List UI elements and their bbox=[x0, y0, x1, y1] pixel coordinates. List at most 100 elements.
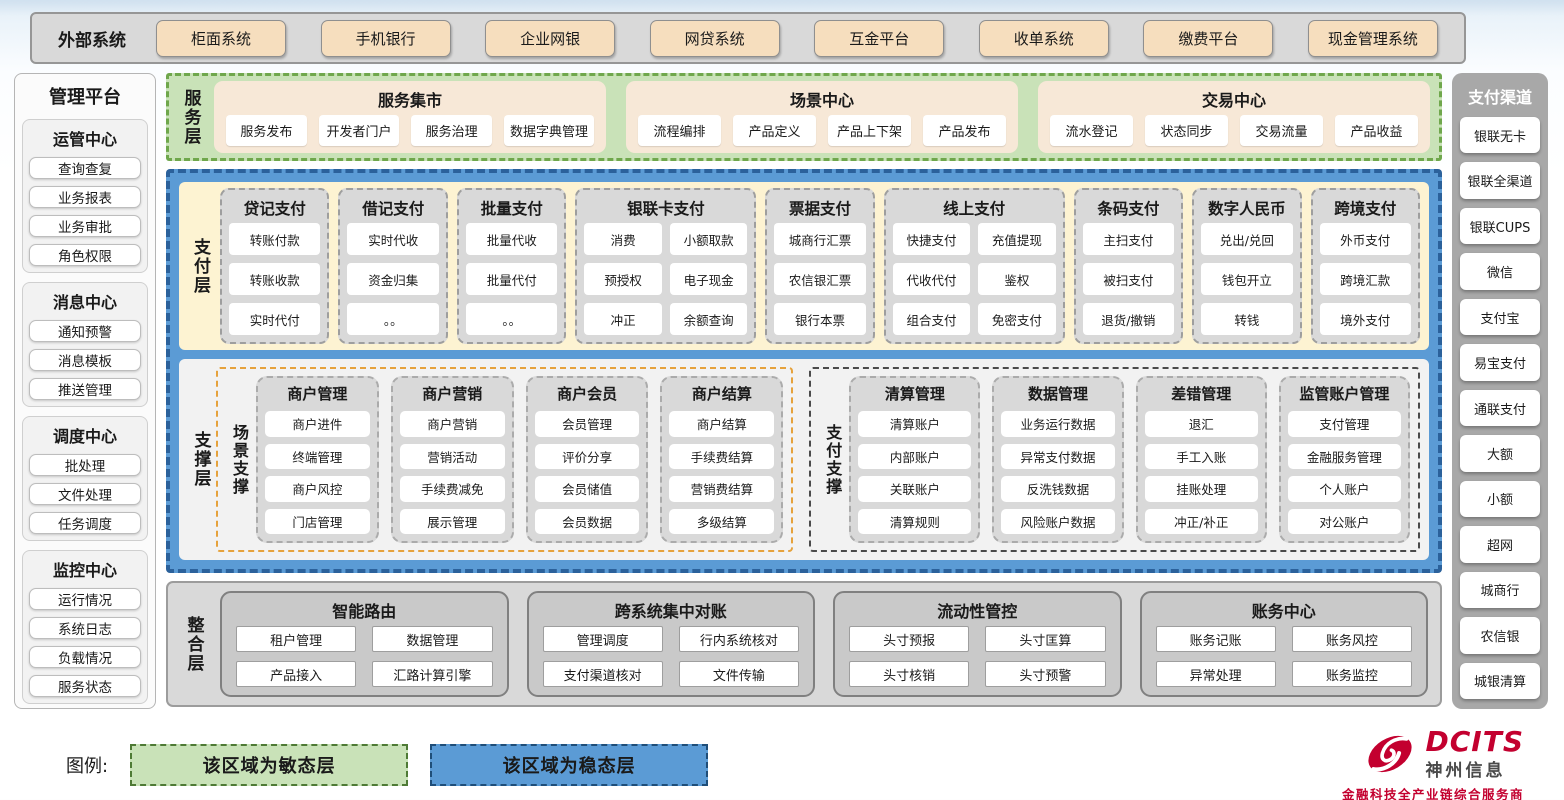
channel-button[interactable]: 农信银 bbox=[1460, 617, 1540, 654]
payment-item-button[interactable]: 电子现金 bbox=[669, 263, 748, 295]
support-item-button[interactable]: 挂账处理 bbox=[1144, 476, 1258, 502]
service-item-button[interactable]: 数据字典管理 bbox=[503, 114, 594, 146]
service-item-button[interactable]: 开发者门户 bbox=[318, 114, 400, 146]
integration-item-button[interactable]: 数据管理 bbox=[372, 626, 493, 652]
support-item-button[interactable]: 清算账户 bbox=[858, 411, 972, 437]
payment-item-button[interactable]: 实时代付 bbox=[229, 303, 321, 335]
external-system-button[interactable]: 柜面系统 bbox=[156, 19, 286, 57]
integration-item-button[interactable]: 账务监控 bbox=[1291, 661, 1412, 687]
support-item-button[interactable]: 多级结算 bbox=[669, 508, 775, 534]
external-system-button[interactable]: 缴费平台 bbox=[1143, 19, 1274, 57]
management-item-button[interactable]: 角色权限 bbox=[29, 244, 141, 266]
management-item-button[interactable]: 查询查复 bbox=[29, 157, 141, 179]
external-system-button[interactable]: 网贷系统 bbox=[649, 19, 780, 57]
support-item-button[interactable]: 营销活动 bbox=[399, 443, 505, 469]
support-item-button[interactable]: 商户结算 bbox=[669, 411, 775, 437]
service-item-button[interactable]: 服务治理 bbox=[411, 114, 492, 146]
payment-item-button[interactable]: 消费 bbox=[584, 223, 662, 255]
channel-button[interactable]: 易宝支付 bbox=[1460, 344, 1540, 381]
channel-button[interactable]: 大额 bbox=[1460, 435, 1540, 472]
support-item-button[interactable]: 手续费结算 bbox=[669, 443, 775, 469]
management-item-button[interactable]: 批处理 bbox=[29, 454, 141, 476]
channel-button[interactable]: 通联支付 bbox=[1460, 389, 1540, 427]
channel-button[interactable]: 超网 bbox=[1460, 526, 1540, 563]
support-item-button[interactable]: 反洗钱数据 bbox=[1001, 476, 1115, 502]
integration-item-button[interactable]: 账务风控 bbox=[1291, 626, 1412, 652]
integration-item-button[interactable]: 支付渠道核对 bbox=[542, 661, 663, 687]
integration-item-button[interactable]: 账务记账 bbox=[1155, 626, 1276, 652]
support-item-button[interactable]: 门店管理 bbox=[265, 508, 370, 534]
payment-item-button[interactable]: 主扫支付 bbox=[1082, 223, 1175, 255]
service-item-button[interactable]: 流程编排 bbox=[638, 114, 721, 146]
service-item-button[interactable]: 状态同步 bbox=[1145, 114, 1228, 146]
payment-item-button[interactable]: 银行本票 bbox=[774, 303, 866, 335]
payment-item-button[interactable]: 外币支付 bbox=[1319, 223, 1412, 255]
integration-item-button[interactable]: 头寸核销 bbox=[849, 661, 970, 687]
support-item-button[interactable]: 异常支付数据 bbox=[1001, 443, 1115, 469]
payment-item-button[interactable]: 。。 bbox=[465, 303, 558, 335]
payment-item-button[interactable]: 跨境汇款 bbox=[1319, 263, 1412, 295]
service-item-button[interactable]: 产品定义 bbox=[733, 114, 816, 146]
integration-item-button[interactable]: 管理调度 bbox=[542, 626, 663, 652]
external-system-button[interactable]: 收单系统 bbox=[978, 19, 1109, 57]
payment-item-button[interactable]: 境外支付 bbox=[1319, 303, 1412, 335]
service-item-button[interactable]: 交易流量 bbox=[1240, 114, 1323, 146]
support-item-button[interactable]: 内部账户 bbox=[858, 443, 972, 469]
service-item-button[interactable]: 产品发布 bbox=[923, 114, 1006, 146]
channel-button[interactable]: 银联全渠道 bbox=[1460, 162, 1540, 199]
management-item-button[interactable]: 系统日志 bbox=[29, 617, 141, 639]
external-system-button[interactable]: 手机银行 bbox=[320, 19, 451, 57]
service-item-button[interactable]: 产品上下架 bbox=[828, 114, 911, 146]
payment-item-button[interactable]: 实时代收 bbox=[347, 223, 439, 255]
management-item-button[interactable]: 运行情况 bbox=[29, 588, 141, 610]
payment-item-button[interactable]: 转账收款 bbox=[229, 263, 321, 295]
payment-item-button[interactable]: 预授权 bbox=[584, 263, 662, 295]
management-item-button[interactable]: 文件处理 bbox=[29, 483, 141, 505]
integration-item-button[interactable]: 异常处理 bbox=[1155, 661, 1276, 687]
channel-button[interactable]: 微信 bbox=[1460, 253, 1540, 290]
support-item-button[interactable]: 关联账户 bbox=[858, 476, 972, 502]
channel-button[interactable]: 银联CUPS bbox=[1460, 207, 1540, 245]
support-item-button[interactable]: 对公账户 bbox=[1287, 508, 1402, 534]
integration-item-button[interactable]: 文件传输 bbox=[678, 661, 799, 687]
support-item-button[interactable]: 个人账户 bbox=[1287, 476, 1402, 502]
support-item-button[interactable]: 会员数据 bbox=[534, 508, 640, 534]
external-system-button[interactable]: 现金管理系统 bbox=[1307, 19, 1438, 57]
channel-button[interactable]: 小额 bbox=[1460, 480, 1540, 518]
support-item-button[interactable]: 手工入账 bbox=[1144, 443, 1258, 469]
management-item-button[interactable]: 服务状态 bbox=[29, 675, 141, 697]
support-item-button[interactable]: 评价分享 bbox=[534, 443, 640, 469]
channel-button[interactable]: 城商行 bbox=[1460, 571, 1540, 609]
support-item-button[interactable]: 退汇 bbox=[1144, 411, 1258, 437]
support-item-button[interactable]: 商户进件 bbox=[265, 411, 370, 437]
payment-item-button[interactable]: 农信银汇票 bbox=[774, 263, 866, 295]
payment-item-button[interactable]: 退货/撤销 bbox=[1082, 303, 1175, 335]
payment-item-button[interactable]: 转账付款 bbox=[229, 223, 321, 255]
payment-item-button[interactable]: 充值提现 bbox=[978, 223, 1056, 255]
support-item-button[interactable]: 支付管理 bbox=[1287, 411, 1402, 437]
management-item-button[interactable]: 业务审批 bbox=[29, 215, 141, 237]
support-item-button[interactable]: 商户营销 bbox=[399, 411, 505, 437]
service-item-button[interactable]: 流水登记 bbox=[1050, 114, 1133, 146]
payment-item-button[interactable]: 城商行汇票 bbox=[774, 223, 866, 255]
support-item-button[interactable]: 风险账户数据 bbox=[1001, 508, 1115, 534]
external-system-button[interactable]: 互金平台 bbox=[814, 19, 945, 57]
channel-button[interactable]: 银联无卡 bbox=[1460, 117, 1540, 154]
payment-item-button[interactable]: 免密支付 bbox=[978, 303, 1056, 335]
support-item-button[interactable]: 商户风控 bbox=[265, 476, 370, 502]
support-item-button[interactable]: 业务运行数据 bbox=[1001, 411, 1115, 437]
channel-button[interactable]: 城银清算 bbox=[1460, 662, 1540, 700]
payment-item-button[interactable]: 被扫支付 bbox=[1082, 263, 1175, 295]
support-item-button[interactable]: 冲正/补正 bbox=[1144, 508, 1258, 534]
payment-item-button[interactable]: 小额取款 bbox=[669, 223, 748, 255]
payment-item-button[interactable]: 批量代收 bbox=[465, 223, 558, 255]
payment-item-button[interactable]: 钱包开立 bbox=[1201, 263, 1293, 295]
management-item-button[interactable]: 负载情况 bbox=[29, 646, 141, 668]
service-item-button[interactable]: 产品收益 bbox=[1335, 114, 1418, 146]
payment-item-button[interactable]: 鉴权 bbox=[978, 263, 1056, 295]
channel-button[interactable]: 支付宝 bbox=[1460, 298, 1540, 336]
integration-item-button[interactable]: 租户管理 bbox=[236, 626, 357, 652]
integration-item-button[interactable]: 产品接入 bbox=[236, 661, 357, 687]
management-item-button[interactable]: 任务调度 bbox=[29, 512, 141, 534]
management-item-button[interactable]: 通知预警 bbox=[29, 320, 141, 342]
